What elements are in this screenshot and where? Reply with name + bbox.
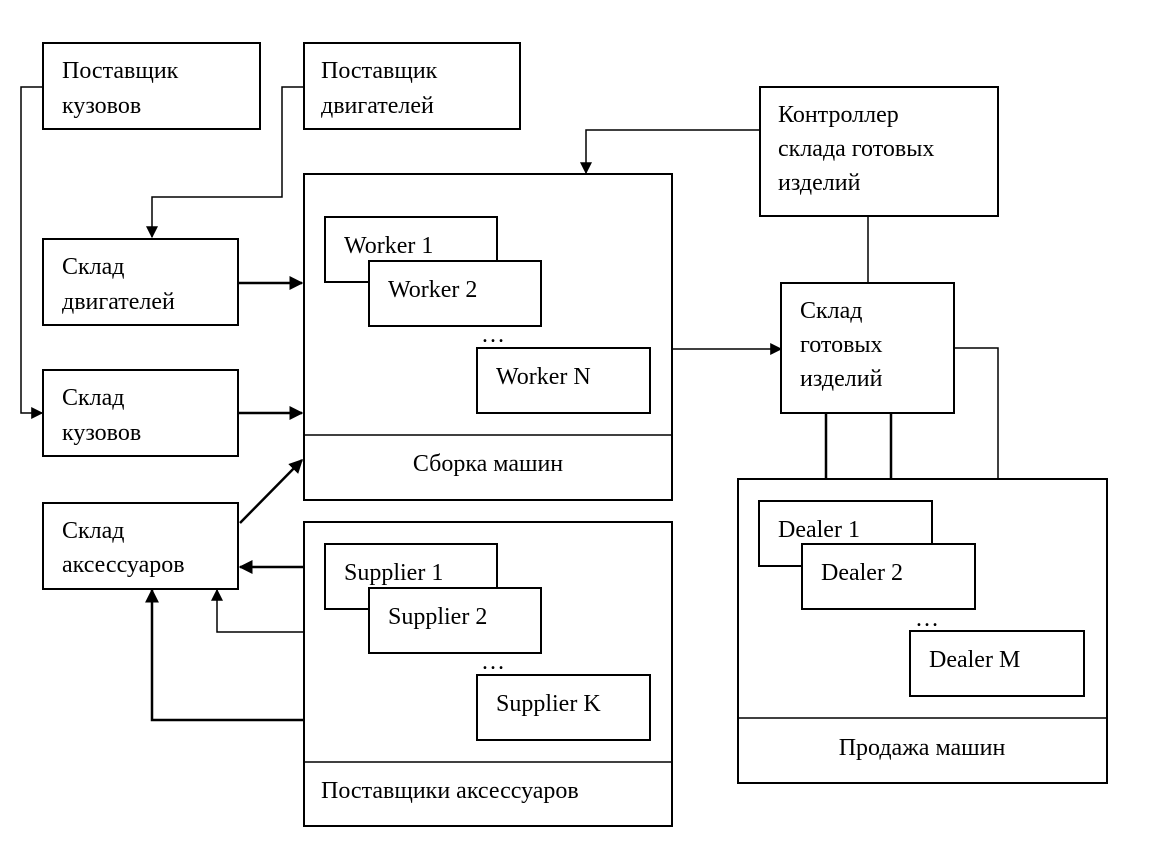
body-store-label-line1: Склад (62, 385, 125, 411)
dealer-1-label: Dealer 1 (778, 517, 860, 543)
dealers-ellipsis: … (915, 606, 939, 632)
edge-engine-supplier-to-engine-store (146, 86, 304, 239)
dealer-2-label: Dealer 2 (821, 560, 903, 586)
fg-store-node: Склад готовых изделий (780, 282, 955, 414)
worker-n-node: Worker N (476, 347, 651, 414)
body-store-node: Склад кузовов (42, 369, 239, 457)
engine-supplier-node: Поставщик двигателей (303, 42, 521, 130)
worker-n-label: Worker N (496, 364, 591, 390)
supplier-2-label: Supplier 2 (388, 604, 487, 630)
edge-body-supplier-to-body-store (20, 86, 44, 419)
engine-store-label-line2: двигателей (62, 289, 175, 315)
assembly-title: Сборка машин (413, 451, 563, 477)
edge-accessory-store-to-assembly (239, 459, 303, 524)
worker-2-node: Worker 2 (368, 260, 542, 327)
suppliers-ellipsis: … (481, 649, 505, 675)
accessory-suppliers-container: Поставщики аксессуаров Supplier 1 Suppli… (303, 521, 673, 827)
fg-controller-node: Контроллер склада готовых изделий (759, 86, 999, 217)
dealer-2-node: Dealer 2 (801, 543, 976, 610)
body-supplier-label-line2: кузовов (62, 93, 141, 119)
body-supplier-label-line1: Поставщик (62, 58, 179, 84)
workers-ellipsis: … (481, 322, 505, 348)
worker-1-label: Worker 1 (344, 233, 433, 259)
fg-store-label-line2: готовых (800, 332, 883, 358)
assembly-container: Сборка машин Worker 1 Worker 2 … Worker … (303, 173, 673, 501)
body-store-label-line2: кузовов (62, 420, 141, 446)
accessory-store-label-line1: Склад (62, 518, 125, 544)
supplier-1-label: Supplier 1 (344, 560, 443, 586)
dealer-m-label: Dealer M (929, 647, 1020, 673)
accessory-suppliers-title: Поставщики аксессуаров (321, 778, 579, 804)
supplier-2-node: Supplier 2 (368, 587, 542, 654)
engine-supplier-label-line2: двигателей (321, 93, 434, 119)
fg-store-label-line1: Склад (800, 298, 863, 324)
engine-store-node: Склад двигателей (42, 238, 239, 326)
sales-title: Продажа машин (839, 735, 1006, 761)
fg-store-label-line3: изделий (800, 366, 883, 392)
dealer-m-node: Dealer M (909, 630, 1085, 697)
fg-controller-label-line2: склада готовых (778, 136, 934, 162)
fg-controller-label-line3: изделий (778, 170, 861, 196)
engine-store-label-line1: Склад (62, 254, 125, 280)
engine-supplier-label-line1: Поставщик (321, 58, 438, 84)
edge-controller-to-assembly (580, 129, 760, 175)
sales-container: Продажа машин Dealer 1 Dealer 2 … Dealer… (737, 478, 1108, 784)
body-supplier-node: Поставщик кузовов (42, 42, 261, 130)
supplier-k-label: Supplier K (496, 691, 601, 717)
accessory-store-label-line2: аксессуаров (62, 552, 185, 578)
accessory-store-node: Склад аксессуаров (42, 502, 239, 590)
fg-controller-label-line1: Контроллер (778, 102, 899, 128)
worker-2-label: Worker 2 (388, 277, 477, 303)
supplier-k-node: Supplier K (476, 674, 651, 741)
